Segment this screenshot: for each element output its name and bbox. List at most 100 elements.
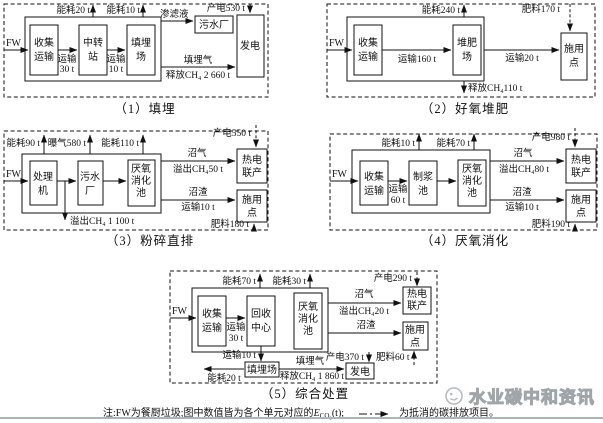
unit-label: 联产 [407, 299, 427, 312]
transport-label: 运输 [57, 53, 77, 65]
energy-label: 能耗30 t [272, 275, 306, 287]
flow-diagrams-canvas: FW 能耗20 t 能耗10 t 收集 运输 运输 30 t 中转 站 运输 1… [3, 2, 598, 401]
unit-label: 中转 [83, 36, 103, 49]
unit-label: 点 [569, 57, 579, 69]
ch4-overflow-label: 溢出CH₄ 1 100 t [70, 215, 135, 227]
unit-chp-box [565, 148, 597, 184]
unit-compost-site-box [452, 24, 482, 76]
diagram1-boundary [3, 3, 269, 98]
unit-label: 收集 [364, 170, 384, 183]
unit-label: 施用 [405, 323, 425, 336]
unit-label: 收集 [202, 307, 222, 320]
unit-label: 发电 [350, 365, 370, 378]
unit-label: 池 [303, 324, 313, 337]
unit-label: 运输 [34, 50, 54, 63]
ch4-release-label: 释放CH₄110 t [468, 82, 523, 94]
unit-anaerobic-digester-box [293, 292, 323, 350]
unit-collect-transport-box [197, 295, 227, 347]
unit-label: 处理 [33, 171, 53, 183]
unit-label: 收集 [358, 36, 378, 49]
power-output-label: 产电290 t [374, 272, 413, 284]
unit-application-point-box [560, 32, 588, 81]
power-output-label: 产电980 t [532, 131, 571, 143]
diagram4-caption: （4）厌氧消化 [421, 234, 509, 248]
transport-label: 60 t [391, 196, 406, 206]
unit-label: 中心 [251, 321, 271, 334]
transport-label: 30 t [229, 334, 244, 344]
energy-label: 能耗20 t [56, 4, 90, 16]
diagram-2-aerobic-composting: FW 能耗240 t 收集 运输 运输160 t 堆肥 场 释放CH₄110 t… [326, 3, 596, 116]
biogas-label: 沼气 [513, 147, 533, 159]
ch4-overflow-label: 溢出CH₄20 t [339, 305, 389, 317]
unit-power-generation-box [236, 14, 265, 78]
unit-label: 施用 [564, 42, 584, 55]
diagram2-system-box [346, 16, 485, 82]
diagram-5-integrated-treatment: FW 能耗70 t 能耗30 t 收集 运输 运输 30 t 回收 中心 厌氧 … [169, 270, 438, 401]
energy-label: 能耗110 t [101, 137, 139, 149]
unit-label: 池 [418, 184, 428, 197]
e-unit: (t); [331, 408, 345, 419]
unit-collect-transport-box [359, 160, 389, 206]
watermark-logo-icon [445, 386, 463, 405]
ch4-release-label: 释放CH₄ 1 860 t [280, 370, 345, 382]
energy-label: 能耗240 t [422, 4, 461, 16]
ch4-overflow-label: 溢出CH₄80 t [499, 163, 549, 175]
diagram-4-anaerobic-digestion: FW 能耗10 t 能耗70 t 收集 运输 运输 60 t 制浆 池 厌氧 消… [329, 128, 598, 248]
unit-label: 热电 [407, 287, 427, 300]
unit-anaerobic-digester-box [127, 159, 156, 207]
unit-label: 场 [136, 50, 146, 63]
unit-label: 场 [462, 50, 472, 63]
diagram5-caption: （5）综合处置 [261, 386, 349, 401]
legend-text: 为抵消的碳排放项目。 [399, 408, 500, 419]
fertilizer-label: 肥料60 t [376, 351, 410, 363]
unit-chp-box [236, 148, 268, 184]
e-symbol: E [313, 408, 320, 419]
landfill-gas-label: 填埋气 [184, 54, 213, 66]
transport-label: 运输 [388, 183, 408, 195]
unit-chp-box [402, 286, 432, 315]
fw-label: FW [6, 38, 22, 49]
unit-label: 堆肥 [457, 37, 477, 49]
aeration-label: 曝气580 t [48, 137, 87, 149]
unit-processor-box [29, 160, 58, 206]
e-subscript: CO₂ [319, 412, 332, 420]
unit-label: 收集 [34, 36, 54, 49]
bottom-divider-line [0, 417, 603, 419]
fw-label: FW [172, 306, 188, 317]
footnote: 注:FW为餐厨垃圾;图中数值皆为各个单元对应的ECO₂(t);为抵消的碳排放项目… [103, 404, 499, 420]
biogas-label: 沼气 [187, 147, 207, 159]
energy-label: 能耗20 t [207, 372, 241, 384]
watermark-text: 水业碳中和资讯 [469, 388, 595, 408]
unit-transfer-station-box [78, 24, 108, 76]
power-output-label: 产电550 t [213, 127, 252, 139]
diagram-1-landfill: FW 能耗20 t 能耗10 t 收集 运输 运输 30 t 中转 站 运输 1… [3, 2, 269, 116]
unit-label: 联产 [242, 166, 262, 179]
leachate-label: 渗滤液 [160, 8, 189, 20]
residue-label: 沼渣 [188, 186, 208, 198]
transport-label: 运输 [226, 321, 246, 333]
unit-label: 制浆 [413, 170, 433, 183]
transport-label: 10 t [109, 65, 124, 75]
unit-label: 污水厂 [199, 19, 229, 31]
energy-label: 能耗90 t [6, 137, 40, 149]
unit-label: 点 [410, 337, 420, 349]
dashed-arrow-legend-icon [359, 410, 389, 417]
unit-label: 厌氧 [298, 300, 318, 313]
transport-label: 运输20 t [505, 52, 539, 64]
transport-label: 运输160 t [398, 53, 437, 65]
fw-label: FW [329, 38, 345, 49]
unit-label: 热电 [242, 153, 262, 166]
energy-label: 能耗70 t [222, 275, 256, 287]
transport-label: 运输 [106, 53, 126, 65]
unit-label: 点 [576, 207, 586, 219]
unit-label: 联产 [571, 166, 591, 179]
unit-power-generation-box [345, 362, 375, 380]
diagram2-caption: （2）好氧堆肥 [421, 102, 509, 116]
unit-label: 发电 [240, 39, 260, 52]
unit-sewage-plant-box [194, 15, 234, 34]
unit-anaerobic-digester-box [457, 159, 487, 207]
unit-label: 厌氧 [131, 162, 151, 175]
unit-application-point-box [565, 189, 597, 223]
unit-label: 填埋 [131, 36, 151, 49]
